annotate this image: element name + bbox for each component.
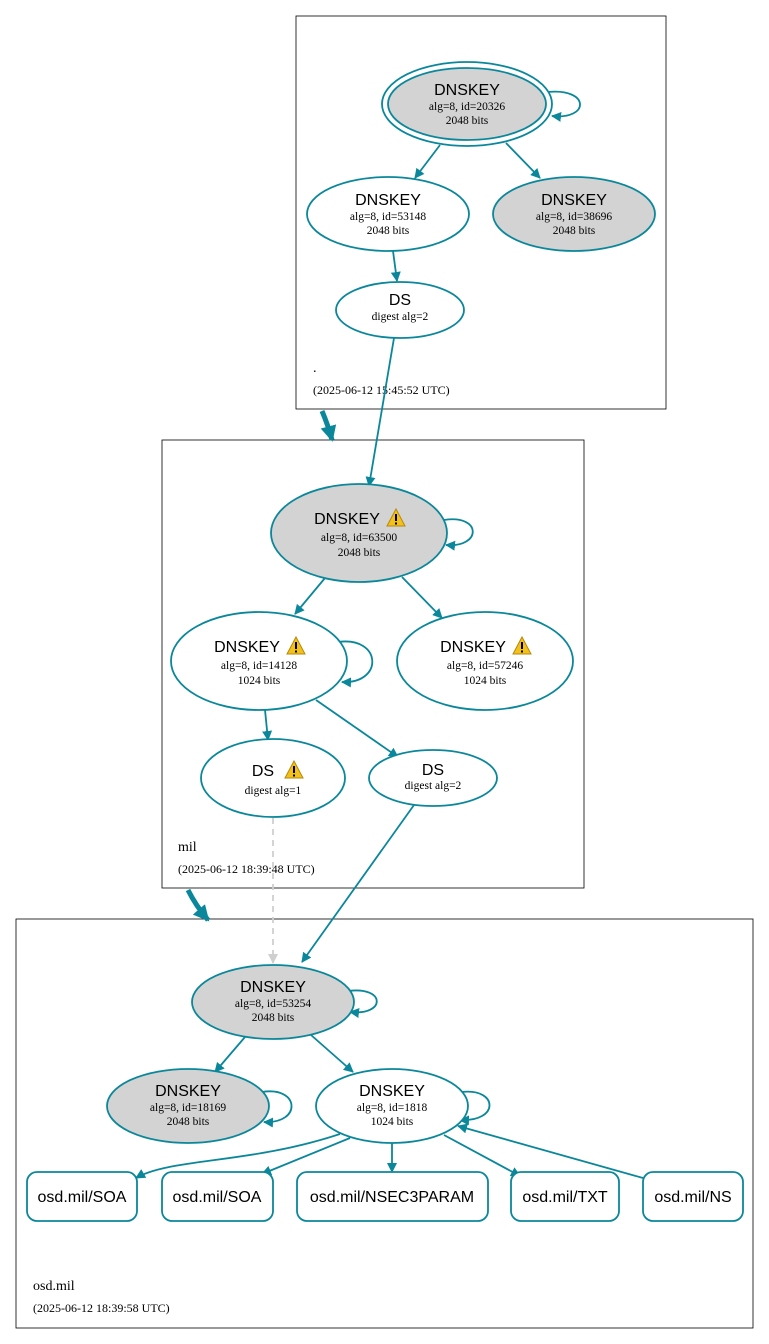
- node-line2: 2048 bits: [338, 547, 381, 559]
- record-label: osd.mil/SOA: [38, 1189, 127, 1206]
- node-title: DNSKEY: [440, 639, 506, 656]
- node-line1: alg=8, id=38696: [536, 211, 612, 223]
- dnskey-node-osd-18169[interactable]: DNSKEY alg=8, id=18169 2048 bits: [106, 1068, 270, 1144]
- node-title: DNSKEY: [240, 979, 306, 996]
- record-node-txt[interactable]: osd.mil/TXT: [510, 1171, 620, 1222]
- node-title: DNSKEY: [155, 1083, 221, 1100]
- node-line1: alg=8, id=1818: [357, 1102, 428, 1114]
- node-line2: 1024 bits: [464, 675, 507, 687]
- node-title: DNSKEY: [359, 1083, 425, 1100]
- edge-mil-zsk1-ds2: [315, 699, 399, 758]
- record-label: osd.mil/TXT: [522, 1189, 608, 1206]
- node-line1: digest alg=1: [245, 785, 302, 797]
- record-label: osd.mil/SOA: [173, 1189, 262, 1206]
- edge-mil-ksk-self: [443, 518, 474, 551]
- edge-osd-ksk-self: [347, 989, 378, 1018]
- dnskey-node-root-ksk[interactable]: DNSKEY alg=8, id=20326 2048 bits: [381, 61, 553, 147]
- delegation-arrow-mil-to-osd: [185, 888, 210, 922]
- edge-root-ds-mil-ksk: [365, 337, 395, 487]
- edge-mil-ds2-osd-ksk: [301, 804, 415, 963]
- edge-mil-zsk1-self: [337, 640, 374, 688]
- node-line2: 1024 bits: [371, 1116, 414, 1128]
- dnskey-node-osd-zsk[interactable]: DNSKEY alg=8, id=1818 1024 bits: [315, 1068, 469, 1144]
- node-line1: alg=8, id=57246: [447, 660, 523, 672]
- edge-root-ksk-zsk1: [414, 144, 441, 179]
- node-title: DNSKEY: [355, 192, 421, 209]
- dnskey-node-mil-zsk1[interactable]: DNSKEY alg=8, id=14128 1024 bits: [170, 611, 348, 711]
- edge-root-zsk1-ds: [390, 250, 401, 282]
- node-line2: 2048 bits: [367, 225, 410, 237]
- node-title: DNSKEY: [314, 511, 380, 528]
- edge-osd-key2-self: [261, 1090, 293, 1128]
- record-label: osd.mil/NS: [654, 1189, 731, 1206]
- node-line2: 2048 bits: [553, 225, 596, 237]
- dnskey-node-mil-zsk2[interactable]: DNSKEY alg=8, id=57246 1024 bits: [396, 611, 574, 711]
- edge-rec5-osd-zsk: [457, 1123, 644, 1179]
- edge-osd-ksk-zsk: [310, 1034, 354, 1073]
- delegation-arrow-root-to-mil: [319, 410, 337, 442]
- dnskey-node-osd-ksk[interactable]: DNSKEY alg=8, id=53254 2048 bits: [191, 964, 355, 1040]
- node-title: DNSKEY: [434, 82, 500, 99]
- edge-osd-ksk-key2: [214, 1036, 246, 1073]
- node-title: DNSKEY: [541, 192, 607, 209]
- record-node-soa-2[interactable]: osd.mil/SOA: [161, 1171, 274, 1222]
- node-line1: alg=8, id=20326: [429, 101, 505, 113]
- edge-osd-zsk-rec4: [443, 1134, 521, 1177]
- node-line2: 1024 bits: [238, 675, 281, 687]
- node-line1: digest alg=2: [405, 780, 462, 792]
- edge-osd-zsk-self: [459, 1090, 491, 1126]
- dnskey-node-root-zsk1[interactable]: DNSKEY alg=8, id=53148 2048 bits: [306, 176, 470, 252]
- zone-mil-timestamp: (2025-06-12 18:39:48 UTC): [178, 862, 315, 876]
- node-line1: alg=8, id=63500: [321, 532, 397, 544]
- edge-osd-zsk-rec2: [261, 1137, 351, 1176]
- dnskey-node-root-zsk2[interactable]: DNSKEY alg=8, id=38696 2048 bits: [492, 176, 656, 252]
- node-title: DS: [389, 292, 411, 309]
- ds-node-mil-alg2[interactable]: DS digest alg=2: [368, 749, 498, 807]
- zone-root-timestamp: (2025-06-12 15:45:52 UTC): [313, 383, 450, 397]
- edge-root-ksk-zsk2: [505, 142, 541, 179]
- edge-mil-zsk1-ds1: [262, 709, 273, 741]
- dnskey-node-mil-ksk[interactable]: DNSKEY alg=8, id=63500 2048 bits: [270, 483, 448, 583]
- edge-mil-ksk-zsk1: [294, 577, 326, 615]
- edge-mil-ksk-zsk2: [401, 576, 443, 619]
- record-node-nsec3param[interactable]: osd.mil/NSEC3PARAM: [296, 1171, 489, 1222]
- zone-mil-name: mil: [178, 840, 197, 855]
- node-title: DS: [422, 762, 444, 779]
- node-line2: 2048 bits: [446, 115, 489, 127]
- record-node-soa-1[interactable]: osd.mil/SOA: [26, 1171, 138, 1222]
- node-line1: digest alg=2: [372, 311, 429, 323]
- zone-osd-mil-name: osd.mil: [33, 1279, 75, 1294]
- ds-node-mil-alg1[interactable]: DS digest alg=1: [200, 738, 346, 818]
- node-line2: 2048 bits: [167, 1116, 210, 1128]
- ds-node-root[interactable]: DS digest alg=2: [335, 281, 465, 339]
- node-line1: alg=8, id=18169: [150, 1102, 226, 1114]
- zone-osd-mil-timestamp: (2025-06-12 18:39:58 UTC): [33, 1301, 170, 1315]
- node-line2: 2048 bits: [252, 1012, 295, 1024]
- record-label: osd.mil/NSEC3PARAM: [310, 1189, 474, 1206]
- node-line1: alg=8, id=53254: [235, 998, 311, 1010]
- record-node-ns[interactable]: osd.mil/NS: [642, 1171, 744, 1222]
- zone-root-name: .: [313, 361, 317, 376]
- node-line1: alg=8, id=53148: [350, 211, 426, 223]
- node-title: DNSKEY: [214, 639, 280, 656]
- edge-osd-zsk-rec1: [135, 1133, 341, 1179]
- node-line1: alg=8, id=14128: [221, 660, 297, 672]
- node-title: DS: [252, 763, 274, 780]
- edge-root-ksk-self: [547, 90, 581, 122]
